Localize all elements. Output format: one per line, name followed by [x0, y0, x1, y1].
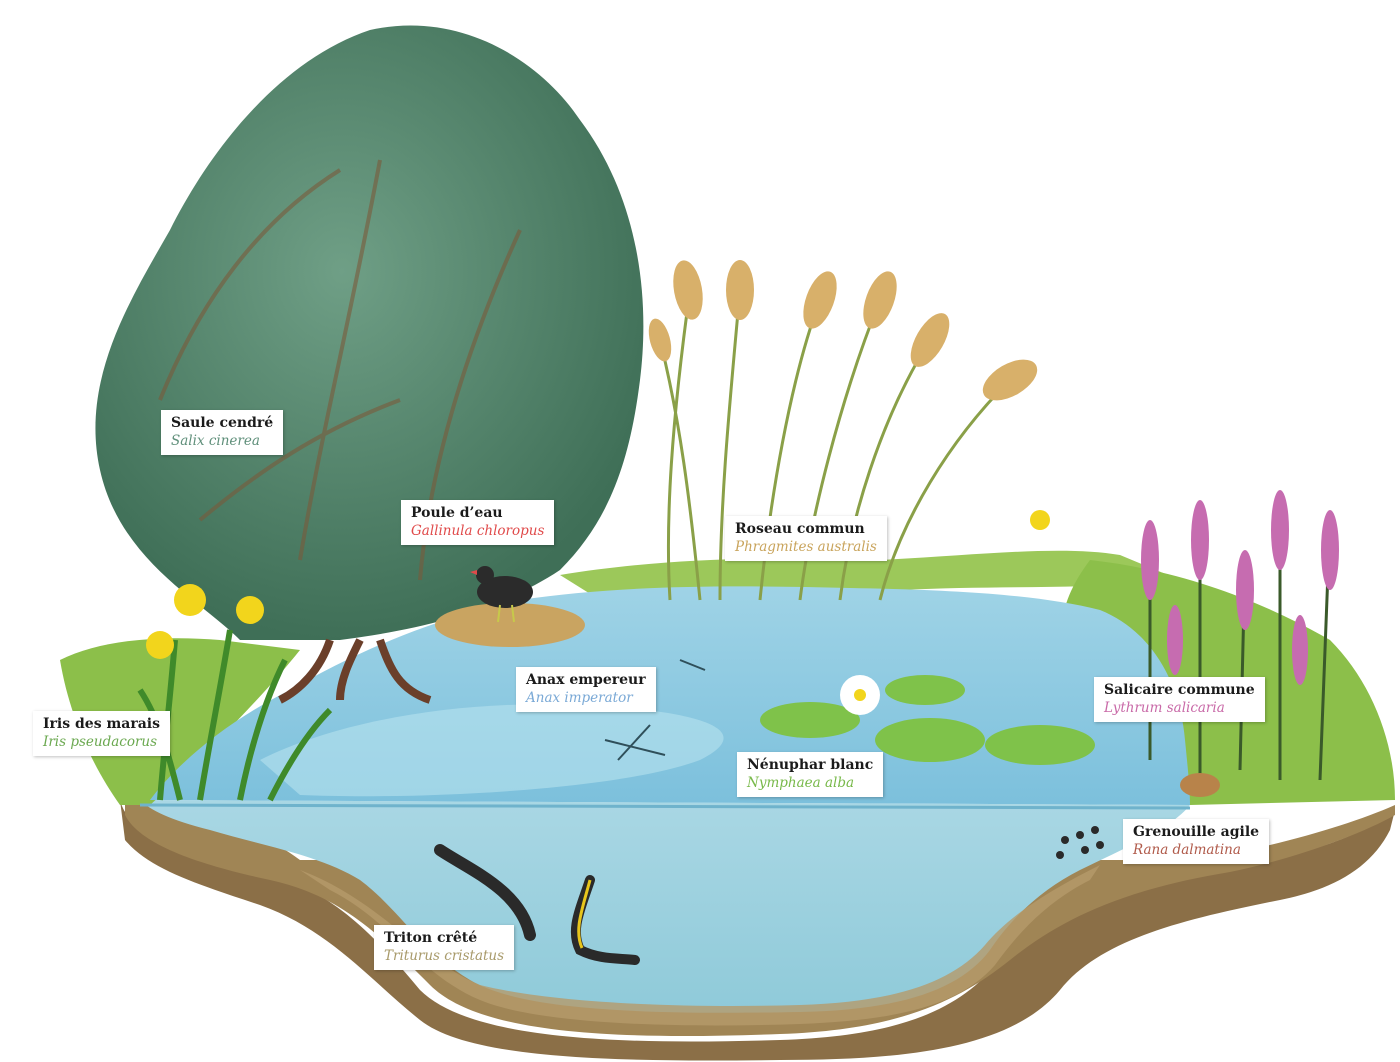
tadpoles: [1056, 826, 1104, 859]
nest: [435, 603, 585, 647]
moorhen: [470, 566, 533, 623]
label-latin-name: Nymphaea alba: [747, 774, 855, 791]
label-triton: Triton crêté Triturus cristatus: [374, 925, 515, 971]
label-latin-name: Iris pseudacorus: [43, 733, 158, 750]
loosestrife-plants: [1141, 490, 1339, 781]
label-latin-name: Salix cinerea: [171, 432, 260, 449]
label-iris: Iris des marais Iris pseudacorus: [33, 711, 170, 757]
water-lilies: [760, 675, 1095, 765]
underwater-volume: [140, 800, 1190, 1013]
label-latin-name: Triturus cristatus: [384, 947, 505, 964]
label-poule: Poule d’eau Gallinula chloropus: [401, 500, 555, 546]
label-latin-name: Rana dalmatina: [1133, 841, 1241, 858]
water-highlight: [260, 704, 724, 797]
label-nenuphar: Nénuphar blanc Nymphaea alba: [737, 752, 884, 798]
label-anax: Anax empereur Anax imperator: [516, 667, 656, 713]
label-common-name: Nénuphar blanc: [747, 757, 874, 773]
label-grenouille: Grenouille agile Rana dalmatina: [1123, 819, 1270, 865]
frog: [1180, 773, 1220, 797]
label-salicaire: Salicaire commune Lythrum salicaria: [1094, 677, 1265, 723]
label-common-name: Anax empereur: [526, 672, 646, 688]
label-common-name: Saule cendré: [171, 415, 274, 431]
dragonflies: [604, 659, 706, 761]
label-latin-name: Anax imperator: [526, 689, 633, 706]
newts: [434, 844, 640, 965]
reed-plumes: [648, 260, 1038, 401]
label-common-name: Triton crêté: [384, 930, 478, 946]
willow-tree: [95, 25, 644, 704]
label-common-name: Iris des marais: [43, 716, 160, 732]
bank-grass-left: [60, 638, 300, 805]
soil: [120, 800, 1395, 1061]
label-common-name: Grenouille agile: [1133, 824, 1260, 840]
label-latin-name: Gallinula chloropus: [411, 522, 545, 539]
label-common-name: Salicaire commune: [1104, 682, 1255, 698]
label-latin-name: Lythrum salicaria: [1104, 699, 1225, 716]
water-line: [139, 803, 1191, 810]
label-common-name: Poule d’eau: [411, 505, 503, 521]
label-common-name: Roseau commun: [735, 521, 865, 537]
label-roseau: Roseau commun Phragmites australis: [725, 516, 887, 562]
label-latin-name: Phragmites australis: [735, 538, 877, 555]
label-saule: Saule cendré Salix cinerea: [161, 410, 284, 456]
